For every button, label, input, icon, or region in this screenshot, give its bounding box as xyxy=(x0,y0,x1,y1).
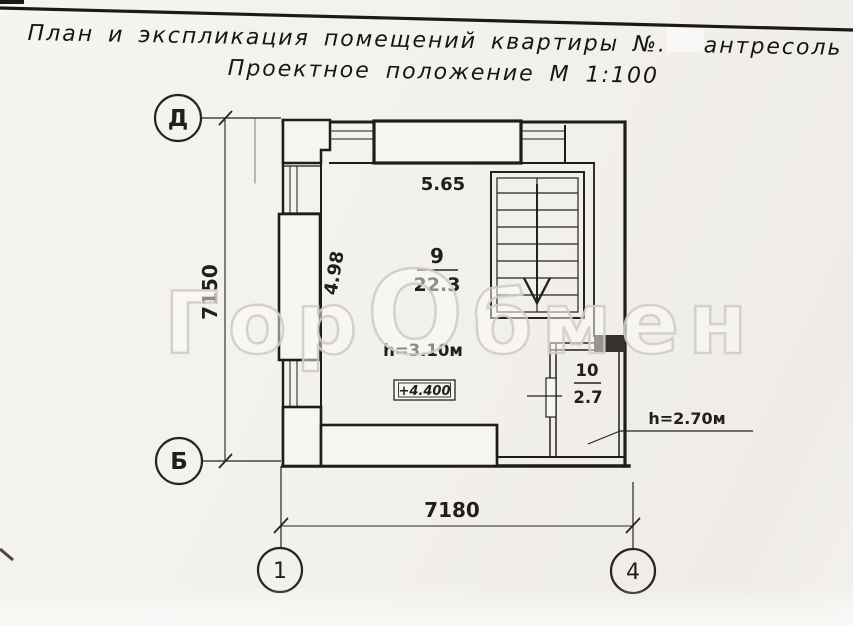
stairwell xyxy=(490,171,585,319)
overall-width-dimension: 7180 xyxy=(424,498,480,522)
horizontal-dim-tick-left xyxy=(273,517,289,534)
elevation-mark-value: +4.400 xyxy=(398,384,450,399)
bottom-left-scan-mark xyxy=(0,547,14,562)
top-border-line xyxy=(0,6,853,32)
axis-label-b: Б xyxy=(170,449,188,475)
elevation-mark-outer-box xyxy=(393,379,456,401)
room9-area: 22.3 xyxy=(414,274,461,296)
axis-label-d: Д xyxy=(168,106,188,132)
page-bottom-fade xyxy=(0,586,853,626)
overall-height-dimension: 7150 xyxy=(198,264,222,320)
top-middle-pier xyxy=(372,119,523,165)
top-left-corner-pier xyxy=(281,118,332,165)
bottom-left-pier xyxy=(281,405,323,468)
room10-area: 2.7 xyxy=(573,388,602,407)
room10-door-pier xyxy=(594,335,625,352)
stair-direction-arrow-head xyxy=(522,277,552,306)
stair-outer-box xyxy=(490,171,585,319)
room9-width-dimension: 5.65 xyxy=(421,174,465,195)
room10-door-leaf xyxy=(545,377,557,418)
room9-depth-dimension: 4.98 xyxy=(320,249,348,296)
room10-enclosure xyxy=(527,335,625,457)
horizontal-dim-tick-right xyxy=(625,517,641,534)
elevation-mark-inner-box xyxy=(398,382,451,398)
left-pilaster-pier xyxy=(277,212,322,362)
scan-border-lines xyxy=(0,0,853,562)
axis-label-1: 1 xyxy=(273,559,287,584)
axes-and-dimensions xyxy=(153,93,753,595)
room10-height-leader xyxy=(587,430,621,445)
top-window-right xyxy=(520,130,566,140)
room9-ceiling-height: h=3.10м xyxy=(383,341,463,360)
room9-number: 9 xyxy=(430,244,444,268)
wall-piers xyxy=(277,118,625,468)
bottom-wall-band xyxy=(319,423,499,468)
drawing-texts: Д Б 1 4 7150 7180 5.65 4.98 9 22.3 h=3.1… xyxy=(168,106,726,585)
axis-label-4: 4 xyxy=(626,560,640,585)
top-window-left xyxy=(331,130,375,140)
room10-ceiling-height: h=2.70м xyxy=(648,409,725,428)
left-window-upper xyxy=(282,165,322,214)
left-window-lower xyxy=(289,359,298,408)
room10-number: 10 xyxy=(576,361,599,380)
